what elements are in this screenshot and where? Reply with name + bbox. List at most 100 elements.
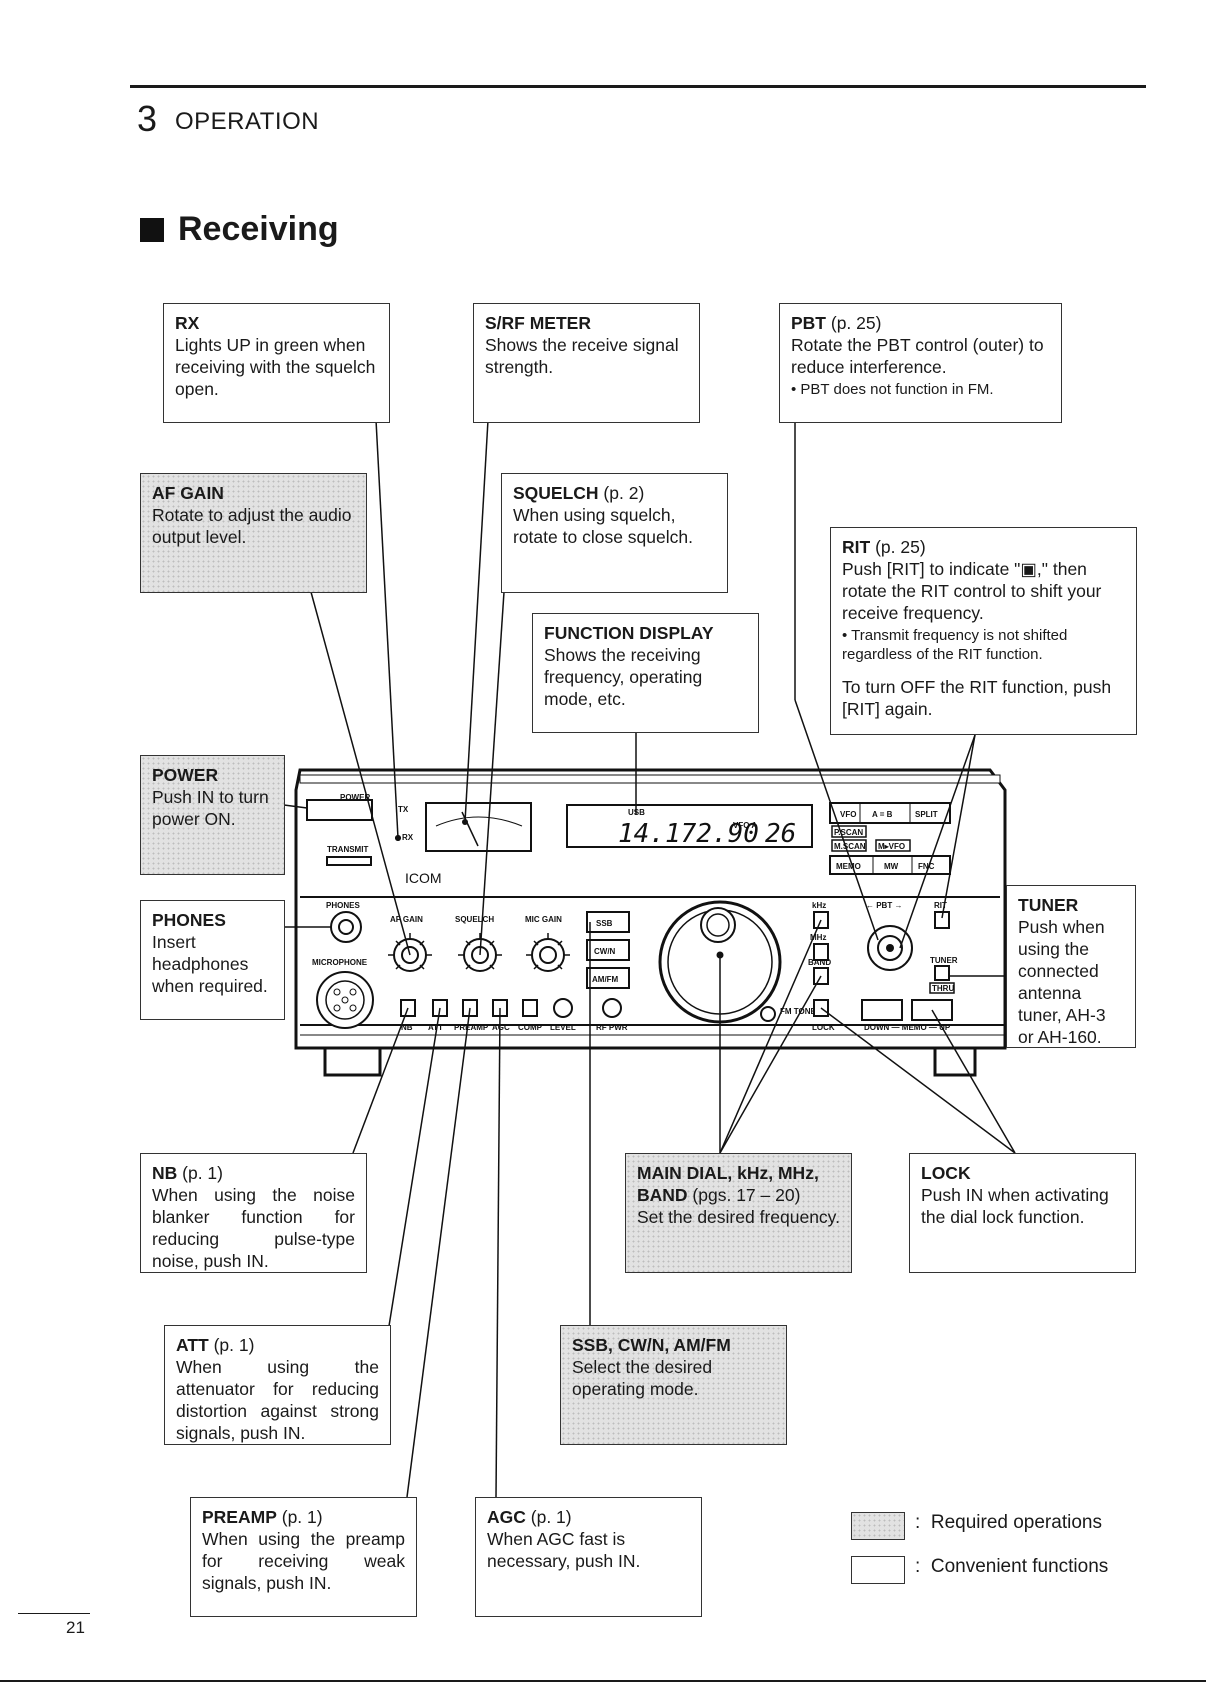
legend-convenient: : Convenient functions [915, 1556, 1109, 1577]
m-vfo-button: M▸VFO [878, 842, 905, 851]
callout-rit-note: • Transmit frequency is not shifted rega… [842, 627, 1068, 663]
callout-power-title: POWER [152, 765, 219, 785]
amfm-button: AM/FM [592, 975, 619, 984]
callout-squelch-title: SQUELCH [513, 483, 599, 503]
callout-srf-title: S/RF METER [485, 313, 591, 333]
leader-lines [283, 419, 1016, 1498]
display-vfo: VFO A [733, 821, 757, 830]
callout-lock-title: LOCK [921, 1163, 971, 1183]
tx-label: TX [398, 805, 409, 814]
callout-phones-title: PHONES [152, 910, 226, 930]
callout-rit: RIT (p. 25) Push [RIT] to indicate "▣," … [830, 527, 1137, 735]
callout-maindial-text: Set the desired frequency. [637, 1207, 840, 1227]
callout-function-display: FUNCTION DISPLAY Shows the receiving fre… [532, 613, 759, 733]
mic-gain-label: MIC GAIN [525, 915, 562, 924]
callout-srf-meter: S/RF METER Shows the receive signal stre… [473, 303, 700, 423]
pscan-button: P.SCAN [834, 828, 863, 837]
page-heading: Receiving [140, 210, 339, 249]
squelch-label: SQUELCH [455, 915, 494, 924]
vfo-button: VFO [840, 810, 856, 819]
callout-pbt-title: PBT [791, 313, 826, 333]
callout-att-text: When using the attenuator for reducing d… [176, 1357, 379, 1443]
callout-mode-text: Select the desired operating mode. [572, 1357, 713, 1399]
att-label: ATT [428, 1023, 443, 1032]
callout-agc-title: AGC [487, 1507, 526, 1527]
af-gain-label: AF GAIN [390, 915, 423, 924]
mw-button: MW [884, 862, 899, 871]
mhz-button [813, 943, 829, 961]
mscan-button: M.SCAN [834, 842, 866, 851]
callout-preamp-text: When using the preamp for receiving weak… [202, 1529, 405, 1593]
khz-label: kHz [812, 901, 826, 910]
legend-required-text: Required operations [930, 1512, 1102, 1533]
callout-pbt-ref: (p. 25) [826, 313, 882, 333]
microphone-label: MICROPHONE [312, 958, 368, 967]
comp-label: COMP [518, 1023, 543, 1032]
page-number: 21 [66, 1618, 85, 1637]
footer-rule-short [18, 1613, 90, 1614]
nb-label: NB [401, 1023, 413, 1032]
rit-label: RIT [934, 901, 947, 910]
thru-label: THRU [932, 984, 954, 993]
callout-nb-ref: (p. 1) [177, 1163, 223, 1183]
srf-meter [425, 802, 532, 852]
section-number: 3 [137, 98, 158, 139]
callout-nb: NB (p. 1) When using the noise blanker f… [140, 1153, 367, 1273]
mhz-label: MHz [810, 933, 826, 942]
callout-pbt-text: Rotate the PBT control (outer) to reduce… [791, 335, 1044, 377]
callout-preamp: PREAMP (p. 1) When using the preamp for … [190, 1497, 417, 1617]
callout-funcdisp-text: Shows the receiving frequency, operating… [544, 645, 703, 709]
tuner-button [934, 965, 950, 981]
callout-power-text: Push IN to turn power ON. [152, 787, 269, 829]
callout-nb-title: NB [152, 1163, 178, 1183]
comp-button [522, 999, 538, 1017]
callout-preamp-title: PREAMP [202, 1507, 277, 1527]
callout-rit-title: RIT [842, 537, 871, 557]
callout-lock-text: Push IN when activating the dial lock fu… [921, 1185, 1109, 1227]
callout-squelch: SQUELCH (p. 2) When using squelch, rotat… [501, 473, 728, 593]
callout-mode: SSB, CW/N, AM/FM Select the desired oper… [560, 1325, 787, 1445]
callout-rit-extra: To turn OFF the RIT function, push [RIT]… [842, 677, 1112, 719]
transmit-label: TRANSMIT [327, 845, 368, 854]
callout-nb-text: When using the noise blanker function fo… [152, 1185, 355, 1271]
heading-bullet-icon [140, 217, 164, 242]
callout-maindial-ref: (pgs. 17 – 20) [687, 1185, 801, 1205]
callout-rx: RX Lights UP in green when receiving wit… [163, 303, 390, 423]
rf-pwr-label: RF PWR [596, 1023, 628, 1032]
phones-label: PHONES [326, 901, 360, 910]
callout-rx-title: RX [175, 313, 200, 333]
callout-phones: PHONES Insert headphones when required. [140, 900, 285, 1020]
level-knob [553, 998, 573, 1018]
power-label: POWER [340, 793, 370, 802]
callout-mode-title: SSB, CW/N, AM/FM [572, 1335, 731, 1355]
ssb-button: SSB [596, 919, 613, 928]
callout-rx-text: Lights UP in green when receiving with t… [175, 335, 376, 399]
callout-att-title: ATT [176, 1335, 209, 1355]
callout-att: ATT (p. 1) When using the attenuator for… [164, 1325, 391, 1445]
callout-squelch-text: When using squelch, rotate to close sque… [513, 505, 693, 547]
callout-power: POWER Push IN to turn power ON. [140, 755, 285, 875]
callout-pbt-note: • PBT does not function in FM. [791, 381, 994, 398]
callout-funcdisp-title: FUNCTION DISPLAY [544, 623, 714, 643]
rf-pwr-knob [602, 998, 622, 1018]
split-button: SPLIT [915, 810, 938, 819]
preamp-label: PREAMP [454, 1023, 489, 1032]
footer-rule [0, 1680, 1206, 1682]
header-rule [130, 85, 1146, 88]
memo-down-button [861, 999, 903, 1021]
knob-group [388, 933, 570, 972]
section-title: OPERATION [175, 108, 320, 135]
legend-required-swatch [851, 1512, 905, 1540]
cwn-button: CW/N [594, 947, 616, 956]
callout-rit-ref: (p. 25) [870, 537, 926, 557]
callout-afgain-title: AF GAIN [152, 483, 224, 503]
callout-tuner: TUNER Push when using the connected ante… [1006, 885, 1136, 1048]
rx-label: RX [402, 833, 414, 842]
band-label: BAND [808, 958, 831, 967]
callout-af-gain: AF GAIN Rotate to adjust the audio outpu… [140, 473, 367, 593]
callout-att-ref: (p. 1) [208, 1335, 255, 1355]
transmit-switch [326, 856, 372, 866]
fnc-button: FNC [918, 862, 935, 871]
callout-agc-text: When AGC fast is necessary, push IN. [487, 1529, 641, 1571]
function-display [566, 804, 813, 848]
